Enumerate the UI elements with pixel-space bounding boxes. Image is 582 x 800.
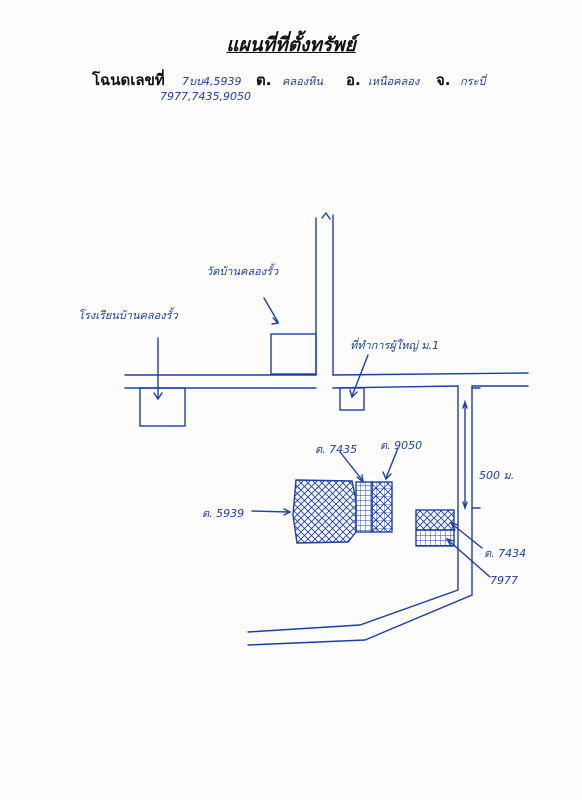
- plot-7977-label: 7977: [490, 574, 518, 587]
- south-road-left-edge: [247, 385, 459, 633]
- temple-pointer: [263, 297, 279, 323]
- south-road-right-edge: [247, 385, 473, 646]
- page-title: แผนที่ที่ตั้งทรัพย์: [226, 34, 356, 56]
- deed-label: โฉนดเลขที่: [92, 71, 165, 89]
- temple-label: วัดบ้านคลองรั้ว: [206, 265, 279, 278]
- pointer-7977: [447, 539, 491, 578]
- plot-5939-label: ต. 5939: [202, 507, 245, 520]
- amphoe-value: เหนือคลอง: [368, 75, 420, 88]
- pointer-5939: [251, 510, 290, 513]
- plot-7977: [415, 529, 455, 547]
- school-building: [139, 387, 186, 427]
- tambon-value: คลองหิน: [282, 75, 323, 88]
- distance-label: 500 ม.: [479, 469, 515, 482]
- pointer-7434: [451, 523, 483, 549]
- headman-label: ที่ทำการผู้ใหญ่ ม.1: [350, 339, 440, 352]
- distance-ext: [471, 387, 481, 509]
- north-arrow-line: [321, 211, 331, 220]
- amphoe-label: อ.: [346, 71, 361, 89]
- plot-7435: [355, 481, 373, 533]
- plot-9050: [371, 481, 393, 533]
- school-label: โรงเรียนบ้านคลองรั้ว: [78, 309, 178, 322]
- main-road-top-edge: [124, 372, 529, 376]
- plot-9050-label: ต. 9050: [380, 439, 423, 452]
- headman-pointer: [351, 354, 369, 397]
- plot-5939: [292, 479, 357, 544]
- changwat-label: จ.: [436, 71, 451, 89]
- plot-7435-label: ต. 7435: [315, 443, 358, 456]
- changwat-value: กระบี่: [460, 75, 486, 88]
- deed-numbers-line1: 7บบ4,5939: [182, 75, 242, 88]
- headman-office: [339, 387, 365, 411]
- plot-7434-label: ต. 7434: [484, 547, 527, 560]
- plot-7434: [415, 509, 455, 531]
- temple-building: [270, 333, 317, 375]
- pointer-9050: [385, 447, 399, 479]
- pointer-7435: [339, 451, 364, 482]
- deed-numbers-line2: 7977,7435,9050: [160, 90, 251, 103]
- tambon-label: ต.: [256, 71, 272, 89]
